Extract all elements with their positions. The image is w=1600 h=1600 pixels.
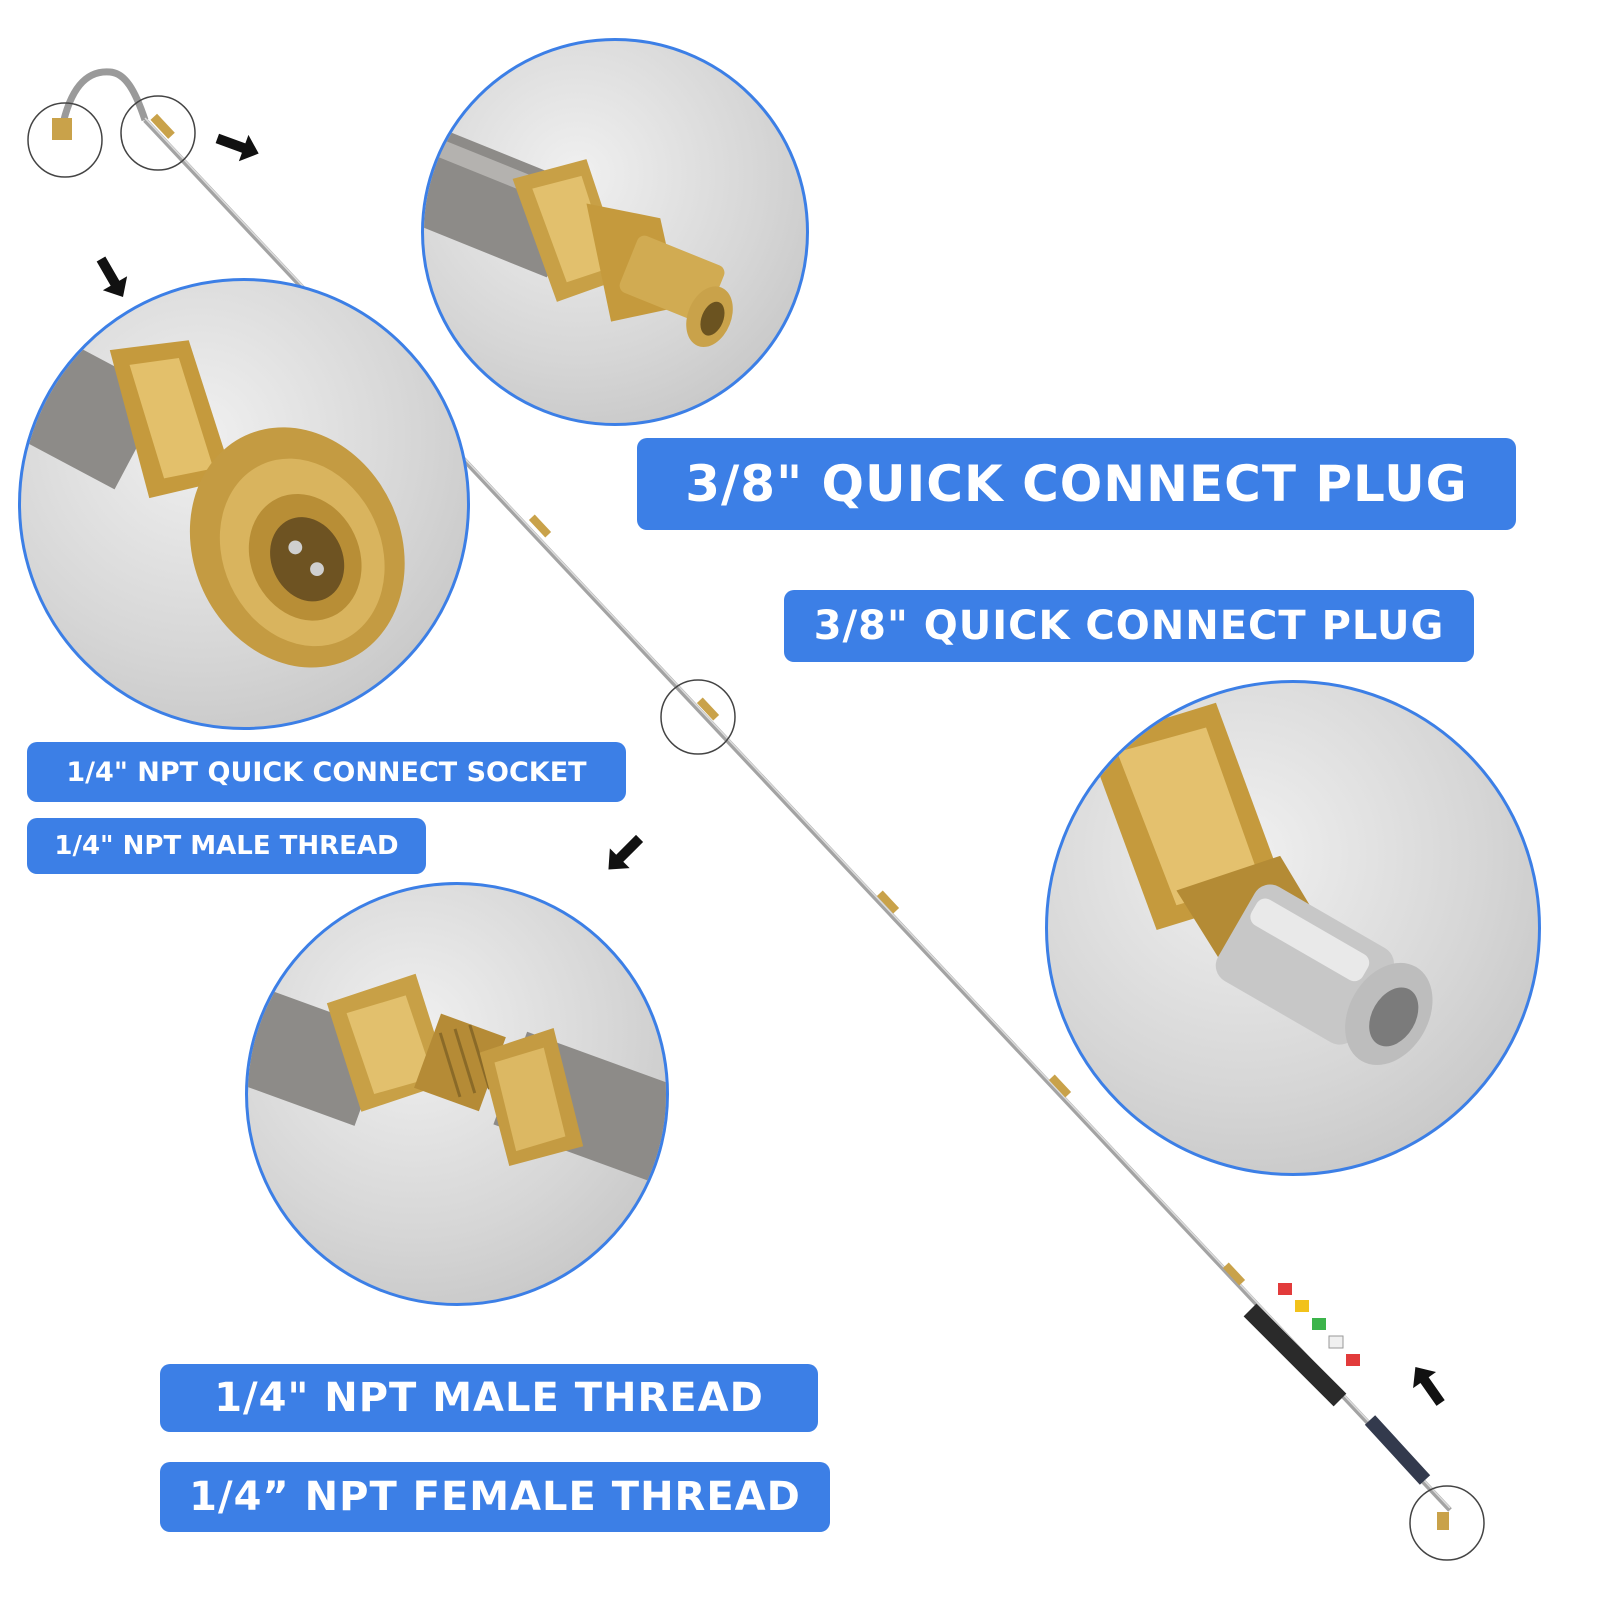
callout-circle [1409,1485,1485,1561]
label-plug-small: 3/8" QUICK CONNECT PLUG [784,590,1474,662]
label-socket: 1/4" NPT QUICK CONNECT SOCKET [27,742,626,802]
arrow-icon [608,834,644,870]
coupler [1222,1262,1246,1286]
nozzle-tip [52,118,72,140]
callout-circle [660,679,736,755]
label-plug-large: 3/8" QUICK CONNECT PLUG [637,438,1516,530]
zoom-thread-brass [245,882,669,1306]
wand-gooseneck [58,68,149,129]
coupler [696,697,720,721]
label-male-large: 1/4" NPT MALE THREAD [160,1364,818,1432]
coupler [1048,1074,1072,1098]
arrow-icon [1413,1366,1445,1406]
nozzle-tip [1437,1512,1449,1530]
zoom-plug-stainless [1045,680,1541,1176]
label-female-large: 1/4” NPT FEMALE THREAD [160,1462,830,1532]
nozzle-tips-icon [1243,1283,1360,1407]
arrow-icon [215,133,259,162]
wand-handle [1364,1415,1431,1485]
coupler [150,113,175,139]
callout-circle [120,95,196,171]
zoom-socket-brass [18,278,470,730]
arrow-icon [96,256,128,298]
coupler [528,514,552,538]
zoom-plug-brass [421,38,809,426]
label-male-small: 1/4" NPT MALE THREAD [27,818,426,874]
callout-circle [27,102,103,178]
coupler [876,890,900,914]
